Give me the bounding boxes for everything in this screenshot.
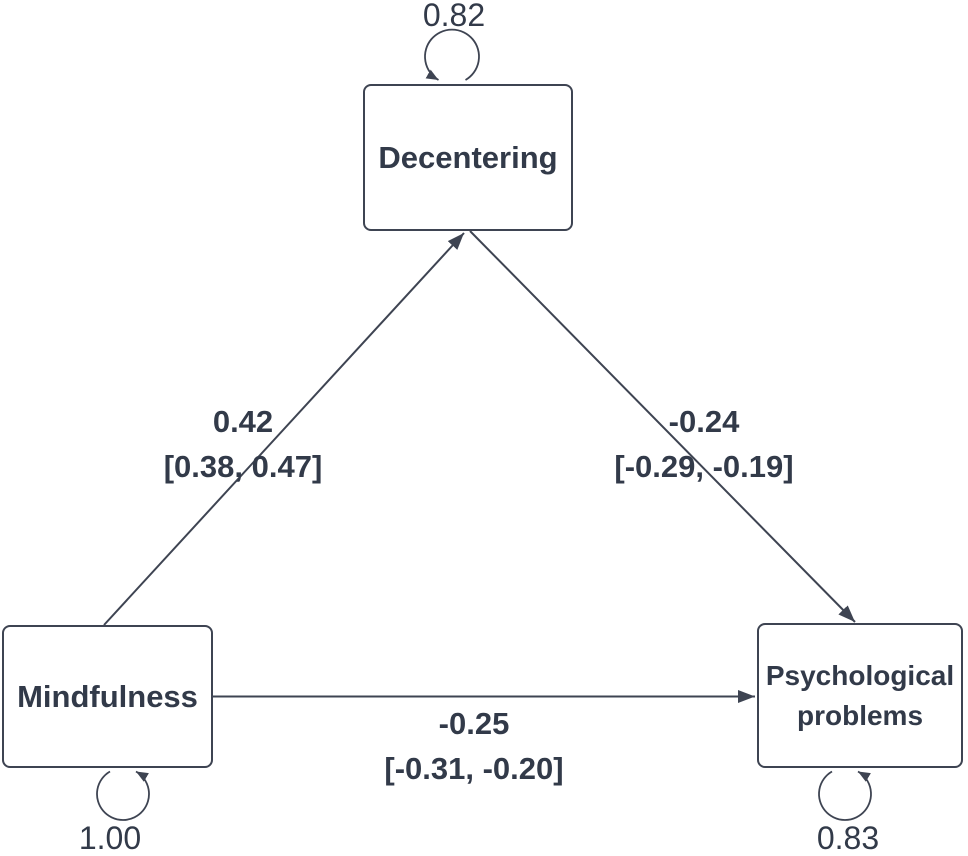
node-decentering: Decentering (363, 84, 573, 231)
node-psychological-problems: Psychological problems (757, 623, 963, 768)
edge-confidence-interval: [-0.29, -0.19] (614, 449, 794, 484)
edge-label-mindfulness-to-psychological: -0.25 [-0.31, -0.20] (344, 701, 604, 791)
edge-confidence-interval: [-0.31, -0.20] (384, 751, 564, 786)
self-loop-psychological (818, 770, 872, 821)
self-loop-mindfulness (96, 770, 150, 821)
edge-estimate: -0.25 (438, 706, 510, 741)
node-mindfulness-label: Mindfulness (17, 678, 198, 714)
self-loop-decentering (424, 28, 480, 81)
variance-label-decentering: 0.82 (422, 0, 486, 33)
edge-confidence-interval: [0.38, 0.47] (163, 449, 323, 484)
edge-estimate: -0.24 (668, 404, 740, 439)
edge-label-decentering-to-psychological: -0.24 [-0.29, -0.19] (574, 399, 834, 489)
edge-estimate: 0.42 (212, 404, 274, 439)
variance-label-psychological: 0.83 (816, 820, 880, 856)
node-decentering-label: Decentering (378, 139, 558, 175)
edge-label-mindfulness-to-decentering: 0.42 [0.38, 0.47] (113, 399, 373, 489)
node-psychological-problems-label: Psychological problems (765, 659, 955, 731)
edge-mindfulness-to-decentering-arrow (103, 232, 465, 626)
edge-decentering-to-psychological-arrow (469, 230, 856, 623)
variance-label-mindfulness: 1.00 (78, 820, 142, 856)
node-mindfulness: Mindfulness (2, 625, 213, 768)
